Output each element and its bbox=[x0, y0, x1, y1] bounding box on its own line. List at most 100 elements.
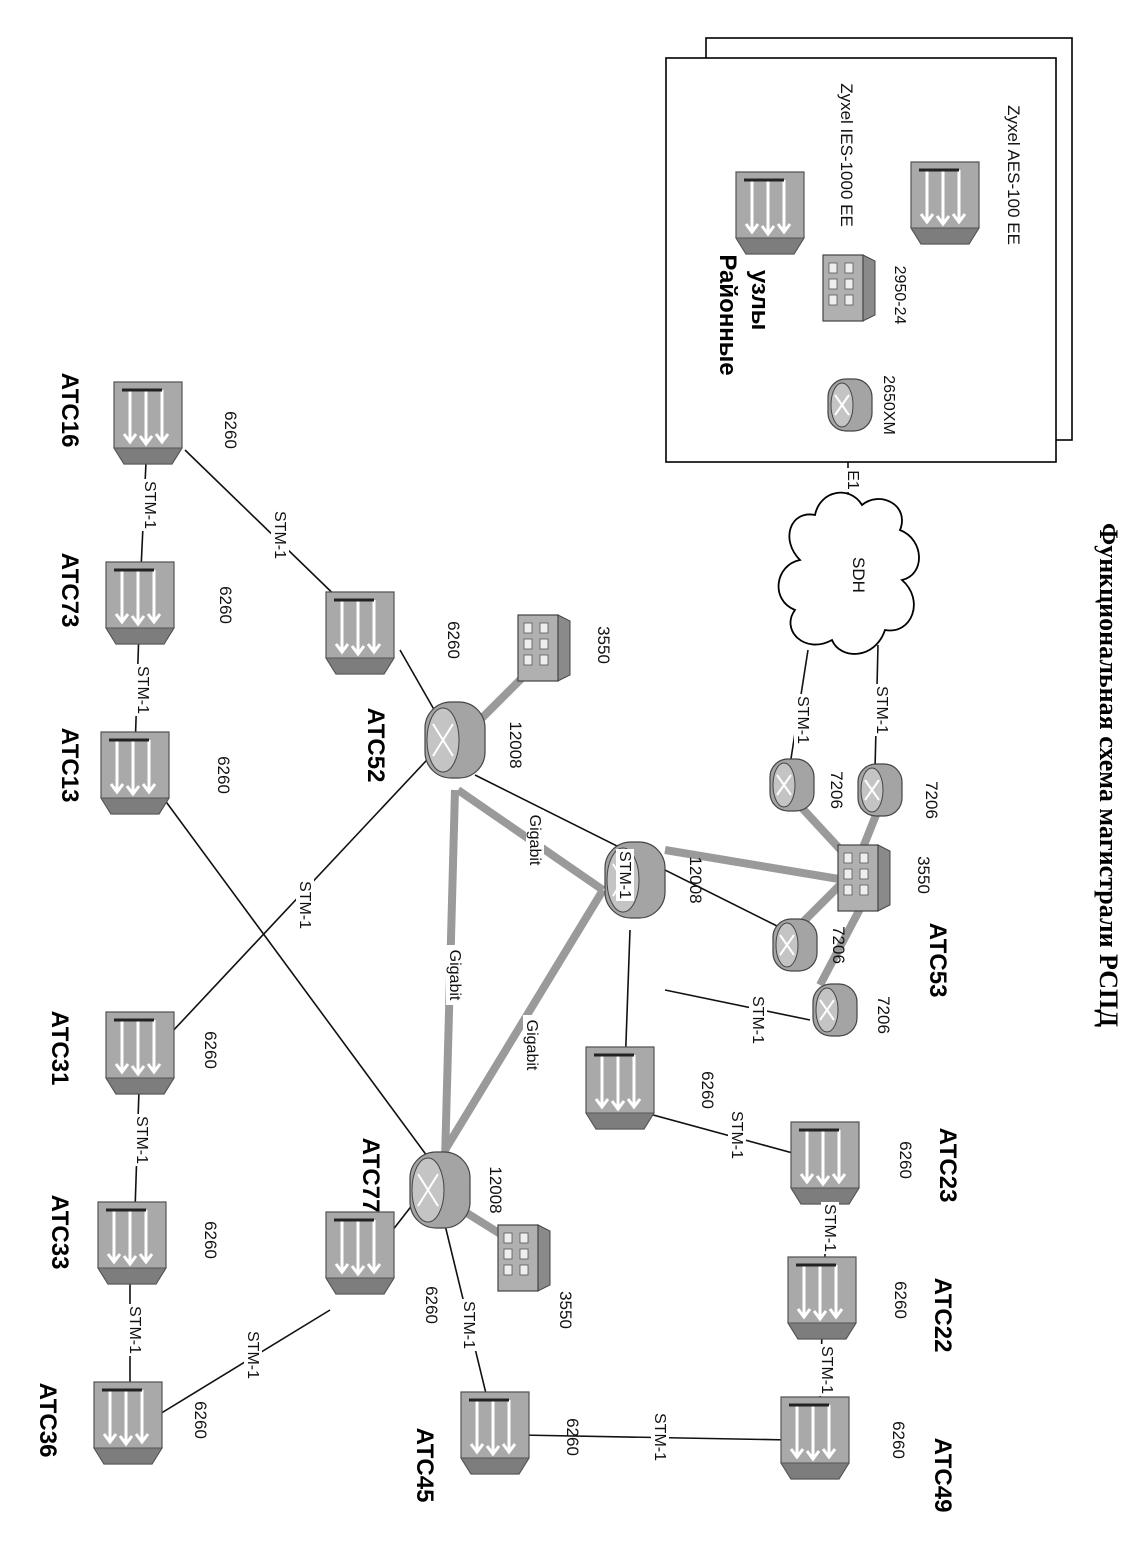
atm-switch-icon bbox=[786, 1255, 858, 1341]
station-atc77: АТС77 bbox=[357, 1138, 384, 1213]
cloud-label: SDH bbox=[849, 557, 868, 593]
svg-text:Gigabit: Gigabit bbox=[526, 815, 543, 866]
link-stm-53-7206 bbox=[664, 989, 811, 1021]
station-atc49: АТС49 bbox=[929, 1438, 956, 1513]
router-icon bbox=[409, 1151, 471, 1229]
model-6260: 6260 bbox=[201, 1031, 220, 1069]
svg-text:STM-1: STM-1 bbox=[749, 996, 766, 1044]
station-atc52: АТС52 bbox=[362, 708, 389, 783]
model-2950-24: 2950-24 bbox=[891, 266, 908, 325]
svg-text:STM-1: STM-1 bbox=[873, 686, 890, 734]
model-6260: 6260 bbox=[444, 621, 463, 659]
station-atc23: АТС23 bbox=[934, 1128, 961, 1203]
lan-switch-icon bbox=[517, 614, 571, 682]
atm-switch-icon bbox=[99, 730, 171, 816]
model-3550: 3550 bbox=[556, 1291, 575, 1329]
station-atc36: АТС36 bbox=[34, 1383, 61, 1458]
stm-label: STM-1 bbox=[460, 1299, 478, 1351]
model-2650xm: 2650XM bbox=[880, 375, 897, 435]
stm-label: STM-1 bbox=[271, 509, 289, 561]
link-13-77 bbox=[149, 779, 431, 1161]
stm-label: STM-1 bbox=[126, 1304, 144, 1356]
atm-switch-icon bbox=[779, 1395, 851, 1481]
model-7206: 7206 bbox=[827, 771, 846, 809]
atm-switch-icon bbox=[734, 170, 806, 256]
svg-text:STM-1: STM-1 bbox=[134, 666, 151, 714]
atm-switch-icon bbox=[324, 590, 396, 676]
model-labels: 6260 6260 6260 6260 3550 12008 6260 6260… bbox=[191, 266, 941, 1459]
svg-text:STM-1: STM-1 bbox=[141, 481, 158, 529]
model-6260: 6260 bbox=[221, 411, 240, 449]
link-53-sw-2 bbox=[797, 882, 843, 928]
router-icon bbox=[604, 841, 666, 919]
model-6260: 6260 bbox=[214, 756, 233, 794]
lan-switch-icon bbox=[497, 1224, 551, 1292]
router-icon bbox=[769, 758, 815, 812]
atm-switch-icon bbox=[324, 1210, 396, 1296]
svg-text:STM-1: STM-1 bbox=[728, 1111, 745, 1159]
svg-text:STM-1: STM-1 bbox=[460, 1301, 477, 1349]
atm-switch-icon bbox=[92, 1380, 164, 1466]
stm-label: STM-1 bbox=[873, 684, 891, 736]
model-12008: 12008 bbox=[506, 721, 525, 768]
lan-switch-icon bbox=[822, 254, 876, 322]
lan-switch-icon bbox=[837, 844, 891, 912]
cloud-icon bbox=[777, 491, 920, 655]
model-6260: 6260 bbox=[201, 1221, 220, 1259]
station-atc13: АТС13 bbox=[56, 728, 83, 803]
link-stm-53-23 bbox=[634, 1109, 801, 1156]
station-atc45: АТС45 bbox=[411, 1428, 438, 1503]
model-12008: 12008 bbox=[686, 856, 705, 903]
router-icon bbox=[424, 701, 486, 779]
router-icon bbox=[772, 918, 818, 972]
svg-text:STM-1: STM-1 bbox=[271, 511, 288, 559]
atm-switch-icon bbox=[112, 380, 184, 466]
svg-text:STM-1: STM-1 bbox=[651, 1413, 668, 1461]
sdh-cloud: SDH bbox=[777, 491, 920, 655]
model-7206: 7206 bbox=[922, 781, 941, 819]
model-6260: 6260 bbox=[216, 586, 235, 624]
svg-text:STM-1: STM-1 bbox=[296, 881, 313, 929]
atm-switch-icon bbox=[96, 1200, 168, 1286]
model-7206: 7206 bbox=[829, 926, 848, 964]
svg-text:STM-1: STM-1 bbox=[616, 851, 633, 899]
model-7206: 7206 bbox=[874, 996, 893, 1034]
gigabit-label: Gigabit bbox=[446, 945, 464, 1005]
model-12008: 12008 bbox=[486, 1166, 505, 1213]
svg-text:E1: E1 bbox=[844, 470, 861, 490]
stm-label: STM-1 bbox=[818, 1344, 836, 1396]
svg-text:STM-1: STM-1 bbox=[133, 1116, 150, 1164]
model-3550: 3550 bbox=[914, 856, 933, 894]
stm-label: STM-1 bbox=[296, 879, 314, 931]
router-icon bbox=[827, 378, 873, 432]
model-3550: 3550 bbox=[594, 626, 613, 664]
station-labels: АТС16 АТС73 АТС13 АТС52 АТС31 АТС33 АТС3… bbox=[34, 373, 961, 1513]
atm-switch-icon bbox=[789, 1120, 861, 1206]
model-6260: 6260 bbox=[891, 1281, 910, 1319]
station-atc22: АТС22 bbox=[929, 1278, 956, 1353]
model-6260: 6260 bbox=[563, 1418, 582, 1456]
model-6260: 6260 bbox=[896, 1141, 915, 1179]
link-labels: STM-1 STM-1 STM-1 STM-1 STM-1 STM-1 STM-… bbox=[126, 468, 891, 1463]
link-stm-36-77 bbox=[149, 1309, 331, 1421]
station-atc31: АТС31 bbox=[46, 1011, 73, 1086]
label-zyxel-aes: Zyxel AES-100 EE bbox=[1004, 105, 1023, 245]
stm-label: STM-1 bbox=[134, 664, 152, 716]
station-atc33: АТС33 bbox=[46, 1195, 73, 1270]
stm-label: STM-1 bbox=[616, 849, 634, 901]
model-6260: 6260 bbox=[191, 1401, 210, 1439]
svg-text:STM-1: STM-1 bbox=[794, 696, 811, 744]
stm-label: STM-1 bbox=[244, 1329, 262, 1381]
router-icon bbox=[812, 983, 858, 1037]
svg-text:STM-1: STM-1 bbox=[244, 1331, 261, 1379]
atm-switch-icon bbox=[909, 160, 981, 246]
atm-switch-icon bbox=[104, 560, 176, 646]
link-stm-16-52 bbox=[184, 449, 351, 611]
router-icon bbox=[857, 763, 903, 817]
stm-label: STM-1 bbox=[651, 1411, 669, 1463]
atm-switch-icon bbox=[584, 1045, 656, 1131]
model-6260: 6260 bbox=[889, 1421, 908, 1459]
link-53-sw-3 bbox=[816, 903, 866, 987]
stm-label: STM-1 bbox=[794, 694, 812, 746]
